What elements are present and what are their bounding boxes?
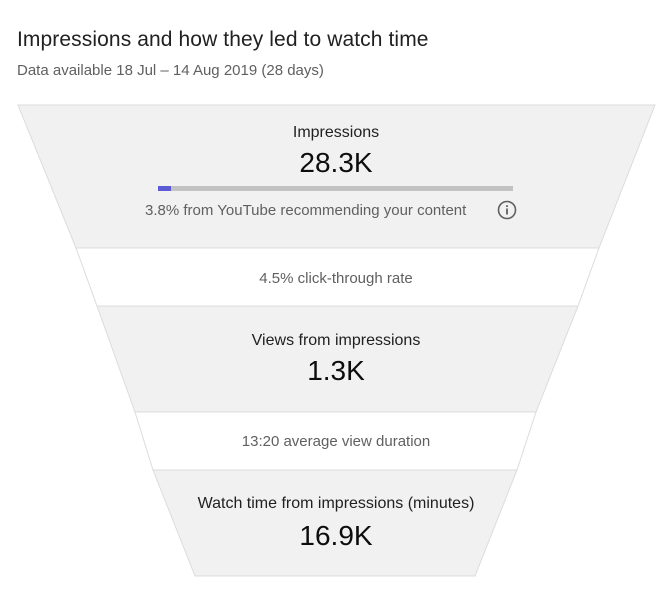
watch-time-value: 16.9K [299,520,373,551]
info-icon[interactable] [497,200,517,220]
avg-duration-text: 13:20 average view duration [241,433,431,450]
date-range-subtitle: Data available 18 Jul – 14 Aug 2019 (28 … [17,62,324,79]
recommendation-progress-bar [158,186,513,191]
impressions-value: 28.3K [299,147,373,178]
funnel-band-watch-time [152,469,518,577]
impressions-label: Impressions [292,124,380,141]
watch-time-label: Watch time from impressions (minutes) [197,495,475,512]
recommendation-progress-fill [158,186,172,191]
views-value: 1.3K [307,355,365,386]
views-label: Views from impressions [251,332,421,349]
page-title: Impressions and how they led to watch ti… [17,28,429,51]
recommendation-text: 3.8% from YouTube recommending your cont… [145,202,467,219]
ctr-text: 4.5% click-through rate [259,270,413,287]
